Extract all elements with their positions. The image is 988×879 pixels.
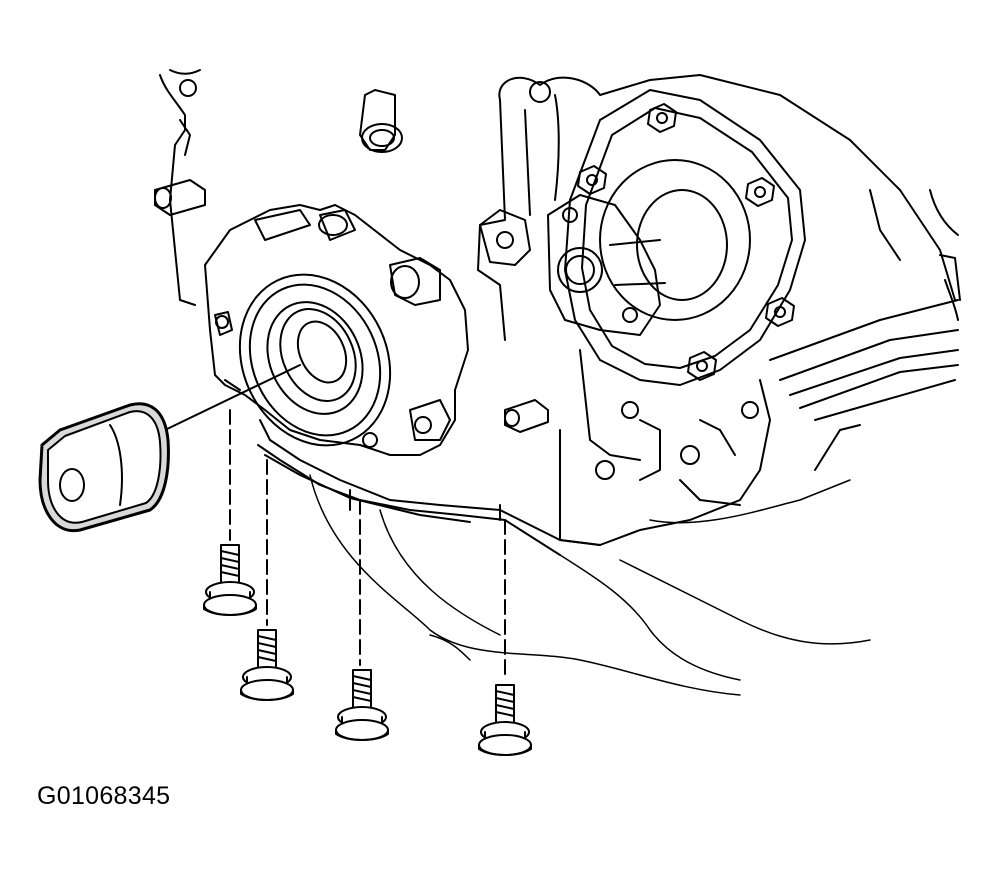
- pump-flange: [480, 90, 805, 385]
- oil-pan: [310, 475, 870, 695]
- flange-bolt-3: [746, 178, 774, 206]
- mounting-bolt-3: [336, 670, 388, 740]
- oil-filter-adapter: [205, 205, 468, 470]
- flange-bolt-4: [766, 298, 794, 326]
- upper-left-bracket: [155, 70, 402, 305]
- mounting-bolt-4: [479, 685, 531, 755]
- figure-id-label: G01068345: [37, 782, 171, 810]
- dowel-stud: [505, 400, 548, 432]
- mounting-bolt-2: [241, 630, 293, 700]
- flange-bolt-1: [648, 104, 676, 132]
- flange-bolt-5: [688, 352, 716, 380]
- mounting-bolt-1: [204, 545, 256, 615]
- oil-pan-flange: [258, 420, 600, 555]
- engine-block: [478, 75, 960, 545]
- flange-bolt-2: [578, 166, 606, 194]
- filter-alignment-line: [165, 365, 300, 430]
- oil-filter: [40, 404, 168, 531]
- bolt-alignment-lines: [230, 410, 505, 680]
